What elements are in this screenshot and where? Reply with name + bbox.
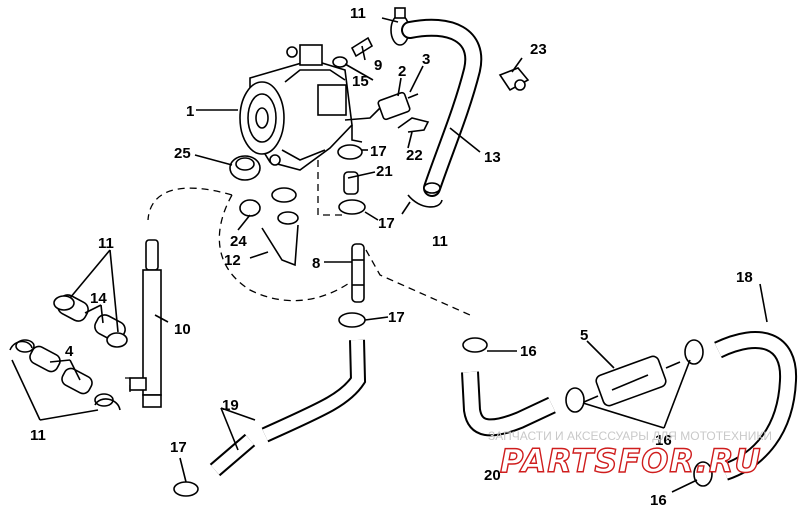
clamps-16 (462, 337, 713, 487)
leader-lines (11, 17, 768, 493)
clamps-11-left (9, 340, 121, 411)
label-16-filter: 16 (655, 432, 672, 449)
label-8: 8 (312, 255, 320, 272)
label-20: 20 (484, 467, 501, 484)
fuel-filter (583, 355, 681, 407)
callout-labels: 1 2 3 4 5 8 9 10 11 11 11 11 12 13 14 15… (30, 5, 753, 509)
hose-20 (461, 371, 556, 437)
fuel-routing-dashed-lines (125, 160, 471, 392)
label-16-bottom: 16 (650, 492, 667, 509)
label-25: 25 (174, 145, 191, 162)
label-21: 21 (376, 163, 393, 180)
label-14: 14 (90, 290, 107, 307)
label-23: 23 (530, 41, 547, 58)
label-17-pump: 17 (370, 143, 387, 160)
screw-and-washer (332, 36, 374, 68)
label-11-top: 11 (350, 5, 366, 22)
hose-18 (714, 331, 798, 481)
fitting-23 (498, 67, 530, 92)
fuel-pump (239, 44, 353, 171)
connector-21 (343, 171, 359, 195)
hose-13 (401, 18, 483, 197)
label-2: 2 (398, 63, 406, 80)
label-5: 5 (580, 327, 588, 344)
watermark-brand: PARTSFOR.RU (500, 442, 761, 480)
fuel-fitting (344, 91, 419, 143)
label-10: 10 (174, 321, 191, 338)
label-15: 15 (352, 73, 369, 90)
watermark-tagline: ЗАПЧАСТИ И АКСЕССУАРЫ ДЛЯ МОТОТЕХНИКИ (488, 429, 772, 443)
clamp-top (390, 7, 410, 46)
label-16-right-center: 16 (520, 343, 537, 360)
label-4: 4 (65, 343, 74, 360)
label-19: 19 (222, 397, 239, 414)
spring-clip (397, 117, 430, 133)
label-24: 24 (230, 233, 247, 250)
label-11-left-upper: 11 (98, 235, 114, 252)
fuel-cap-25 (229, 155, 261, 181)
label-9: 9 (374, 57, 382, 74)
label-12: 12 (224, 252, 241, 269)
hose-19 (209, 339, 367, 477)
label-1: 1 (186, 103, 194, 120)
label-17-lower: 17 (388, 309, 405, 326)
label-3: 3 (422, 51, 430, 68)
clamp-right (407, 194, 443, 208)
tube-10 (129, 239, 162, 408)
hose-12 (261, 211, 299, 267)
part-4 (15, 339, 114, 407)
part-24 (239, 187, 297, 217)
label-11-left-lower: 11 (30, 427, 46, 444)
clamps-17 (173, 144, 366, 497)
label-11-right: 11 (432, 233, 448, 250)
label-22: 22 (406, 147, 423, 164)
label-17-bottom: 17 (170, 439, 187, 456)
label-17-middle: 17 (378, 215, 395, 232)
watermark: ЗАПЧАСТИ И АКСЕССУАРЫ ДЛЯ МОТОТЕХНИКИ PA… (488, 429, 772, 481)
label-18: 18 (736, 269, 753, 286)
connector-8 (351, 243, 365, 303)
label-13: 13 (484, 149, 501, 166)
